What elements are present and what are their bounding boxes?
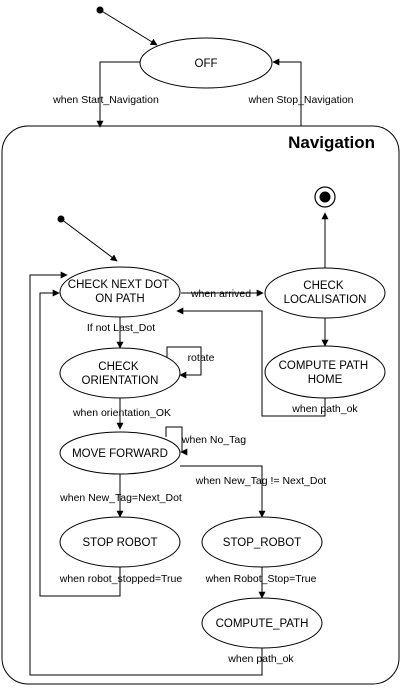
state-check-localisation-label-1: CHECK [303, 280, 344, 292]
if-not-last-dot-label: If not Last_Dot [87, 322, 155, 334]
robot-stop-label: when Robot_Stop=True [205, 573, 317, 585]
svg-text:CHECK NEXT DOT ON PATH: CHECK NEXT DOT ON PATH [68, 279, 172, 305]
path-ok-label: when path_ok [227, 653, 294, 665]
new-tag-eq-label: when New_Tag=Next_Dot [59, 492, 182, 504]
arrived-label: when arrived [190, 288, 251, 300]
state-compute-path: COMPUTE_PATH [201, 597, 323, 649]
state-compute-path-home-label-2: HOME [308, 374, 343, 386]
state-compute-path-home: COMPUTE PATH HOME [264, 345, 386, 399]
path-ok-home-edge [176, 307, 326, 417]
state-compute-path-home-label-1: COMPUTE PATH [279, 360, 369, 372]
state-check-localisation-label-2: LOCALISATION [284, 294, 367, 306]
svg-text:CHECK LOCALISATION: CHECK LOCALISATION [284, 280, 367, 306]
new-tag-neq-label: when New_Tag != Next_Dot [195, 475, 327, 487]
state-check-next-dot-label-2: ON PATH [95, 293, 144, 305]
stop-navigation-edge [272, 58, 302, 126]
robot-stopped-label: when robot_stopped=True [59, 573, 183, 585]
start-navigation-edge [96, 61, 148, 128]
state-check-orientation: CHECK ORIENTATION [59, 347, 181, 399]
state-stop-robot-b: STOP_ROBOT [201, 516, 323, 568]
initial-to-off-edge [99, 9, 158, 46]
navigation-frame-label: Navigation [288, 133, 375, 152]
final-state [314, 186, 336, 208]
state-check-orientation-label-1: CHECK [98, 361, 139, 373]
state-stop-robot-a-label: STOP ROBOT [83, 537, 158, 549]
stop-navigation-label: when Stop_Navigation [247, 94, 353, 106]
inner-initial-edge [60, 218, 118, 262]
top-initial-dot [96, 6, 104, 14]
orientation-ok-label: when orientation_OK [72, 407, 171, 419]
state-move-forward: MOVE FORWARD [59, 431, 181, 475]
no-tag-self-loop [165, 426, 188, 456]
inner-initial-dot [57, 215, 65, 223]
rotate-label: rotate [188, 352, 215, 364]
state-compute-path-label: COMPUTE_PATH [216, 618, 309, 630]
state-move-forward-label: MOVE FORWARD [72, 448, 168, 460]
start-navigation-label: when Start_Navigation [52, 94, 159, 106]
state-check-next-dot: CHECK NEXT DOT ON PATH [59, 266, 181, 318]
state-check-localisation: CHECK LOCALISATION [264, 267, 386, 319]
state-off-label: OFF [195, 58, 218, 70]
new-tag-neq-edge [180, 465, 266, 518]
svg-text:COMPUTE PATH HOME: COMPUTE PATH HOME [279, 360, 372, 386]
svg-text:CHECK ORIENTATION: CHECK ORIENTATION [82, 361, 159, 387]
state-check-orientation-label-2: ORIENTATION [82, 375, 159, 387]
state-off: OFF [139, 37, 273, 89]
state-check-next-dot-label-1: CHECK NEXT DOT [68, 279, 169, 291]
state-stop-robot-a: STOP ROBOT [59, 516, 181, 568]
state-stop-robot-b-label: STOP_ROBOT [223, 537, 301, 549]
rotate-self-loop [166, 346, 202, 379]
no-tag-label: when No_Tag [181, 434, 246, 446]
path-ok-edge [29, 271, 263, 676]
robot-stopped-edge [39, 289, 121, 597]
path-ok-home-label: when path_ok [291, 403, 358, 415]
